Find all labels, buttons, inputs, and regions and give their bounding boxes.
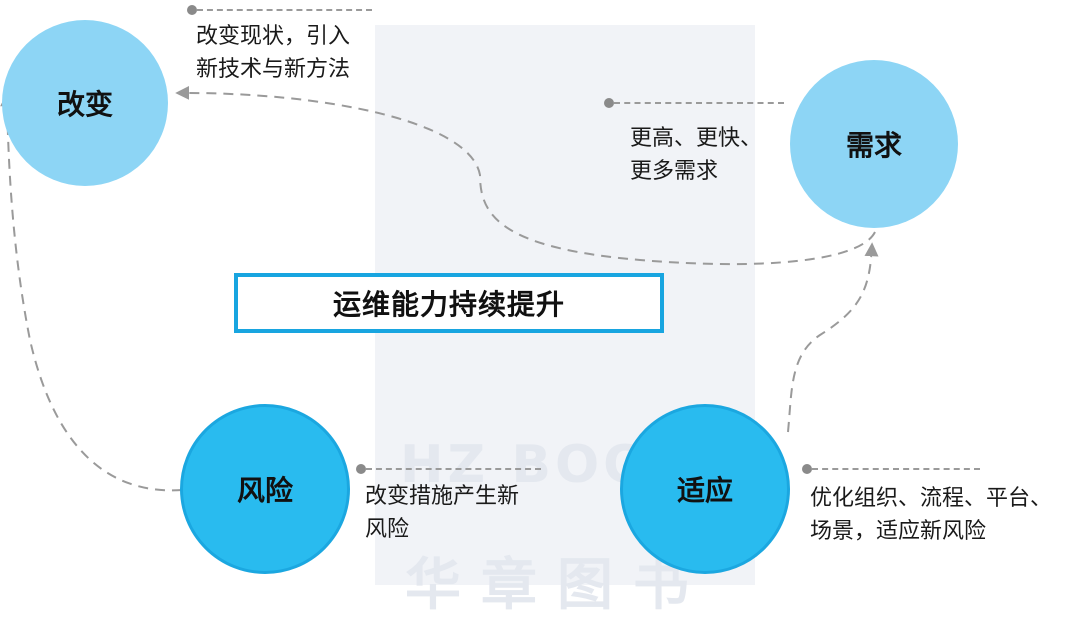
note-risk: 改变措施产生新 风险 [365,484,520,542]
node-change: 改变 [2,20,168,186]
note-risk-dot [356,464,366,474]
note-adapt-leader [812,468,980,470]
cycle-arrows [0,85,879,492]
arrow-adapt-to-demand [787,242,879,433]
arrow-demand-to-change [175,85,876,266]
note-change-dot [187,5,197,15]
node-change-label: 改变 [56,88,113,121]
note-adapt-dot [802,464,812,474]
node-risk: 风险 [180,404,350,574]
node-demand: 需求 [790,60,958,228]
note-demand-leader [614,102,784,104]
note-adapt: 优化组织、流程、平台、 场景，适应新风险 [810,486,1053,544]
node-adapt: 适应 [620,404,790,574]
node-risk-label: 风险 [236,474,293,507]
note-change: 改变现状，引入 新技术与新方法 [196,24,351,82]
center-title: 运维能力持续提升 [332,288,565,321]
note-demand: 更高、更快、 更多需求 [630,126,763,184]
node-demand-label: 需求 [845,129,902,162]
note-demand-dot [604,98,614,108]
note-change-leader [197,9,372,11]
arrow-risk-to-change [0,92,183,492]
center-title-box: 运维能力持续提升 [234,273,664,333]
note-risk-leader [366,468,541,470]
node-adapt-label: 适应 [676,474,733,507]
